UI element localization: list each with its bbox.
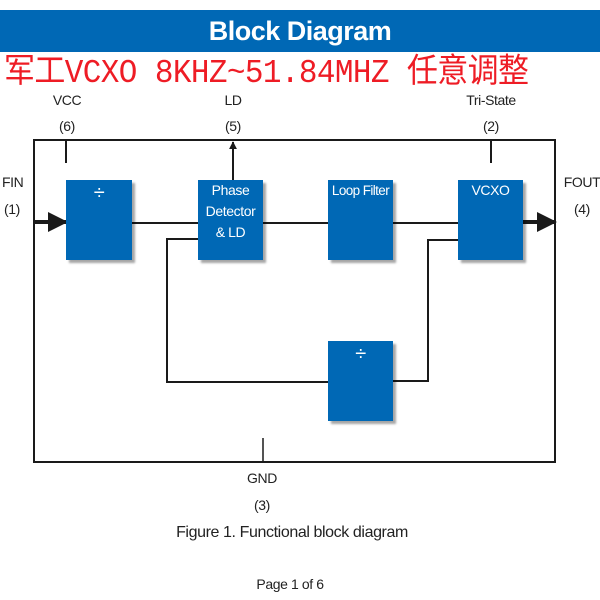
loop-filter-block: Loop Filter (328, 180, 393, 260)
fout-pin-name: FOUT (563, 174, 600, 190)
package-outline (33, 139, 556, 463)
header-title: Block Diagram (208, 15, 392, 46)
fin-pin-name: FIN (2, 174, 24, 190)
vcc-pin-name: VCC (52, 92, 82, 108)
feedback-wire-right (393, 239, 458, 382)
page-indicator: Page 1 of 6 (256, 576, 324, 592)
phase-detector-label-line1: Phase (211, 182, 250, 198)
divide-icon: ÷ (93, 182, 105, 204)
tristate-pin-number: (2) (483, 118, 499, 134)
ld-pin-name: LD (224, 92, 242, 108)
vcxo-block: VCXO (458, 180, 523, 260)
feedback-divider-block: ÷ (328, 341, 393, 421)
phase-detector-label-line2: Detector (205, 203, 256, 219)
fout-pin-number: (4) (574, 201, 590, 217)
input-divider-block: ÷ (66, 180, 132, 260)
phase-detector-label-line3: & LD (215, 224, 246, 240)
promo-banner: 军工VCXO 8KHZ~51.84MHZ 任意调整 (4, 55, 529, 93)
gnd-pin-number: (3) (254, 497, 270, 513)
vcc-pin-number: (6) (59, 118, 75, 134)
feedback-wire-left (166, 238, 328, 383)
tristate-pin-name: Tri-State (466, 92, 516, 108)
ld-pin-number: (5) (225, 118, 241, 134)
vcxo-label: VCXO (471, 182, 510, 198)
header-bar: Block Diagram (0, 10, 600, 52)
divide-icon: ÷ (355, 343, 366, 365)
fin-pin-number: (1) (4, 201, 20, 217)
phase-detector-block: Phase Detector & LD (198, 180, 263, 260)
gnd-pin-name: GND (247, 470, 277, 486)
loop-filter-label: Loop Filter (331, 183, 390, 198)
figure-caption: Figure 1. Functional block diagram (176, 524, 408, 541)
